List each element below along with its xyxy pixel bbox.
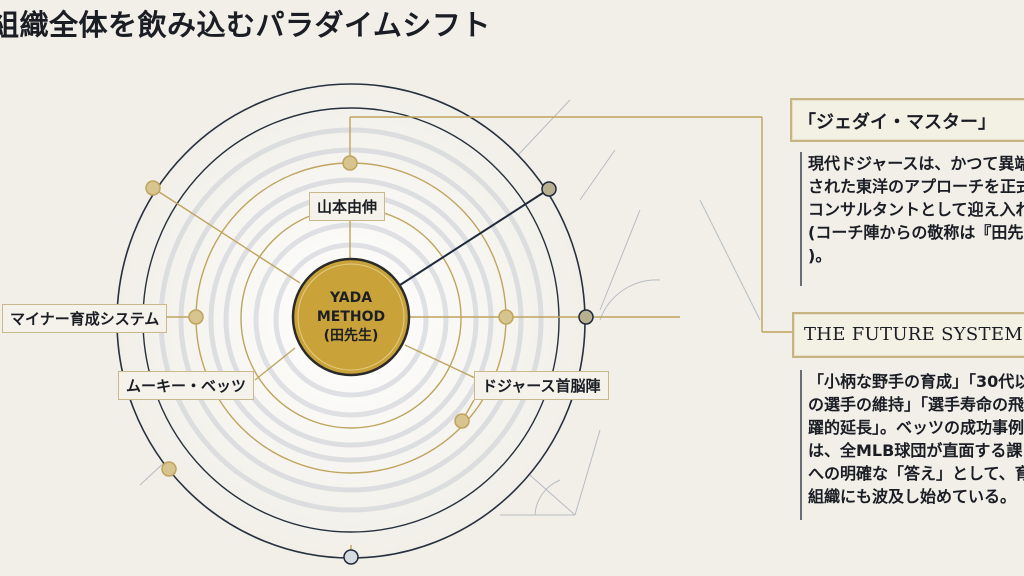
- body-line: への明確な「答え」として、育: [808, 464, 1024, 483]
- ripple-rings: [158, 127, 544, 513]
- body-line: の選手の維持」「選手寿命の飛: [808, 395, 1024, 414]
- label-mookie-betts: ムーキー・ベッツ: [118, 371, 255, 400]
- body-line: は、全MLB球団が直面する課: [808, 441, 1023, 460]
- panel-future-body: 「小柄な野手の育成」「30代以 の選手の維持」「選手寿命の飛 躍的延長」。ベッツ…: [800, 370, 1024, 520]
- body-line: 現代ドジャースは、かつて異端と: [808, 154, 1024, 173]
- panel-future-heading: THE FUTURE SYSTEM: [792, 312, 1024, 358]
- panel-jedi-heading: 「ジェダイ・マスター」: [790, 98, 1024, 142]
- body-line: )。: [808, 246, 832, 265]
- panel-heading-text: THE FUTURE SYSTEM: [804, 324, 1024, 345]
- yada-method-center: YADA METHOD (田先生): [294, 260, 408, 374]
- center-disc: [291, 257, 411, 377]
- panel-jedi-body: 現代ドジャースは、かつて異端と された東洋のアプローチを正式 コンサルタントとし…: [800, 152, 1024, 286]
- label-minor-system: マイナー育成システム: [2, 304, 168, 333]
- navy-spoke: [399, 188, 550, 286]
- body-line: された東洋のアプローチを正式: [808, 177, 1024, 196]
- orbit-nodes: [145, 155, 594, 565]
- body-line: (コーチ陣からの敬称は『田先生: [808, 223, 1024, 242]
- body-line: 組織にも波及し始めている。: [808, 487, 1017, 506]
- page-title: 組織全体を飲み込むパラダイムシフト: [0, 8, 491, 42]
- panel-heading-text: 「ジェダイ・マスター」: [798, 112, 996, 133]
- body-line: 「小柄な野手の育成」「30代以: [808, 372, 1024, 391]
- label-yamamoto: 山本由伸: [309, 192, 386, 221]
- body-line: 躍的延長」。ベッツの成功事例: [808, 418, 1024, 437]
- label-dodgers-staff: ドジャース首脳陣: [474, 371, 609, 400]
- center-line1: YADA: [329, 289, 373, 306]
- center-line2: METHOD: [316, 308, 386, 325]
- center-line3: (田先生): [323, 327, 379, 344]
- body-line: コンサルタントとして迎え入れ: [808, 200, 1024, 219]
